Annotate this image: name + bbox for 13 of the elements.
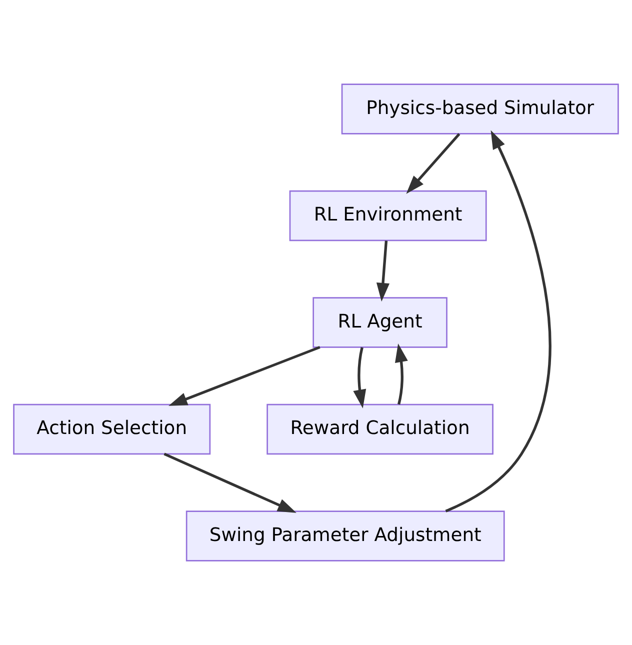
node-box: Swing Parameter Adjustment (186, 510, 505, 562)
arrow (168, 346, 320, 406)
arrow (445, 130, 552, 512)
node-box: Reward Calculation (266, 404, 494, 455)
node-box: Action Selection (13, 404, 211, 455)
node-box: RL Environment (289, 190, 487, 242)
arrow (394, 343, 408, 405)
arrow (406, 133, 460, 194)
arrow (353, 347, 366, 408)
node-box: RL Agent (312, 297, 448, 348)
node-box: Physics-based Simulator (341, 84, 619, 134)
arrow (164, 452, 296, 513)
arrow (376, 240, 390, 302)
